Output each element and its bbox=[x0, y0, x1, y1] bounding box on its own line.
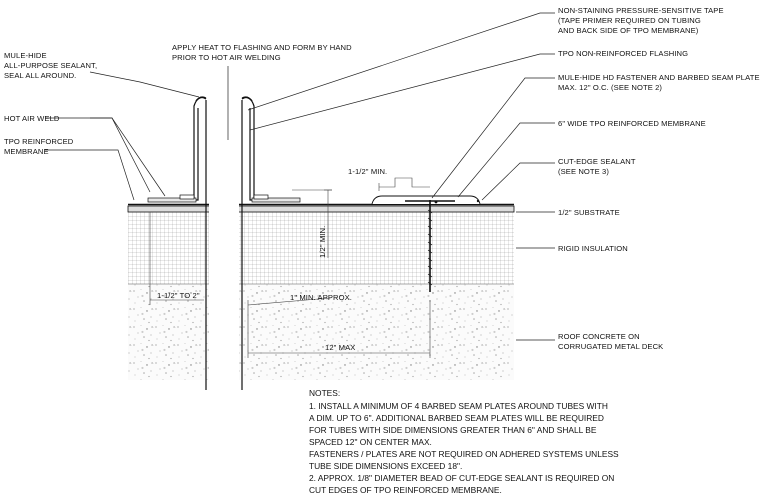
callout-tpo-reinforced-membrane: TPO REINFORCED MEMBRANE bbox=[4, 137, 74, 156]
callout-line: AND BACK SIDE OF TPO MEMBRANE) bbox=[558, 26, 699, 35]
callout-cut-edge-sealant: CUT-EDGE SEALANT (SEE NOTE 3) bbox=[558, 157, 636, 176]
callout-six-inch-membrane: 6" WIDE TPO REINFORCED MEMBRANE bbox=[558, 119, 706, 128]
note-line: 1. INSTALL A MINIMUM OF 4 BARBED SEAM PL… bbox=[309, 401, 608, 411]
callout-line: PRIOR TO HOT AIR WELDING bbox=[172, 53, 281, 62]
notes-block: NOTES: 1. INSTALL A MINIMUM OF 4 BARBED … bbox=[309, 388, 619, 495]
substrate-layer bbox=[127, 205, 515, 213]
callout-line: APPLY HEAT TO FLASHING AND FORM BY HAND bbox=[172, 43, 352, 52]
callout-line: MULE-HIDE HD FASTENER AND BARBED SEAM PL… bbox=[558, 73, 760, 82]
callout-tpo-flashing: TPO NON-REINFORCED FLASHING bbox=[558, 49, 688, 58]
dim-one-min-approx: 1" MIN. APPROX. bbox=[290, 293, 352, 302]
callout-line: HOT AIR WELD bbox=[4, 114, 60, 123]
dim-twelve-max: 12" MAX bbox=[325, 343, 355, 352]
callout-mule-hide-sealant: MULE-HIDE ALL-PURPOSE SEALANT, SEAL ALL … bbox=[4, 51, 97, 80]
callout-line: (TAPE PRIMER REQUIRED ON TUBING bbox=[558, 16, 701, 25]
callout-tape: NON-STAINING PRESSURE-SENSITIVE TAPE (TA… bbox=[558, 6, 724, 35]
callout-line: CORRUGATED METAL DECK bbox=[558, 342, 663, 351]
callout-line: 1/2" SUBSTRATE bbox=[558, 208, 620, 217]
callout-line: MAX. 12" O.C. (SEE NOTE 2) bbox=[558, 83, 662, 92]
roof-assembly bbox=[127, 203, 515, 380]
dim-one-half-min: 1-1/2" MIN. bbox=[348, 167, 387, 176]
dim-one-half-to-two: 1-1/2" TO 2" bbox=[157, 291, 200, 300]
note-line: SPACED 12" ON CENTER MAX. bbox=[309, 437, 432, 447]
callout-line: MULE-HIDE bbox=[4, 51, 47, 60]
callout-rigid-insulation: RIGID INSULATION bbox=[558, 244, 628, 253]
callout-line: TPO NON-REINFORCED FLASHING bbox=[558, 49, 688, 58]
note-line: A DIM. UP TO 6". ADDITIONAL BARBED SEAM … bbox=[309, 413, 604, 423]
callout-apply-heat: APPLY HEAT TO FLASHING AND FORM BY HAND … bbox=[172, 43, 352, 62]
callout-line: CUT-EDGE SEALANT bbox=[558, 157, 636, 166]
tube-void bbox=[209, 195, 239, 390]
note-line: TUBE SIDE DIMENSIONS EXCEED 18". bbox=[309, 461, 462, 471]
callout-substrate: 1/2" SUBSTRATE bbox=[558, 208, 620, 217]
callout-roof-concrete: ROOF CONCRETE ON CORRUGATED METAL DECK bbox=[558, 332, 663, 351]
callout-line: MEMBRANE bbox=[4, 147, 49, 156]
callout-line: (SEE NOTE 3) bbox=[558, 167, 609, 176]
callout-hot-air-weld: HOT AIR WELD bbox=[4, 114, 60, 123]
callout-line: ROOF CONCRETE ON bbox=[558, 332, 640, 341]
dim-half-min: 1/2" MIN. bbox=[318, 226, 327, 258]
rigid-insulation-layer bbox=[128, 212, 514, 284]
note-line: 2. APPROX. 1/8" DIAMETER BEAD OF CUT-EDG… bbox=[309, 473, 614, 483]
note-line: CUT EDGES OF TPO REINFORCED MEMBRANE. bbox=[309, 485, 502, 495]
dimension-lines bbox=[149, 177, 431, 358]
callout-line: 6" WIDE TPO REINFORCED MEMBRANE bbox=[558, 119, 706, 128]
note-line: FOR TUBES WITH SIDE DIMENSIONS GREATER T… bbox=[309, 425, 597, 435]
callout-fastener: MULE-HIDE HD FASTENER AND BARBED SEAM PL… bbox=[558, 73, 760, 92]
callout-line: NON-STAINING PRESSURE-SENSITIVE TAPE bbox=[558, 6, 724, 15]
callout-line: SEAL ALL AROUND. bbox=[4, 71, 76, 80]
seam-plate-assembly bbox=[371, 195, 481, 292]
leader-lines bbox=[45, 12, 555, 341]
callout-line: TPO REINFORCED bbox=[4, 137, 74, 146]
tube-left-wall bbox=[147, 96, 207, 390]
callout-line: RIGID INSULATION bbox=[558, 244, 628, 253]
note-line: FASTENERS / PLATES ARE NOT REQUIRED ON A… bbox=[309, 449, 619, 459]
tube-right-wall bbox=[241, 96, 301, 390]
callout-line: ALL-PURPOSE SEALANT, bbox=[4, 61, 97, 70]
notes-heading: NOTES: bbox=[309, 388, 340, 398]
